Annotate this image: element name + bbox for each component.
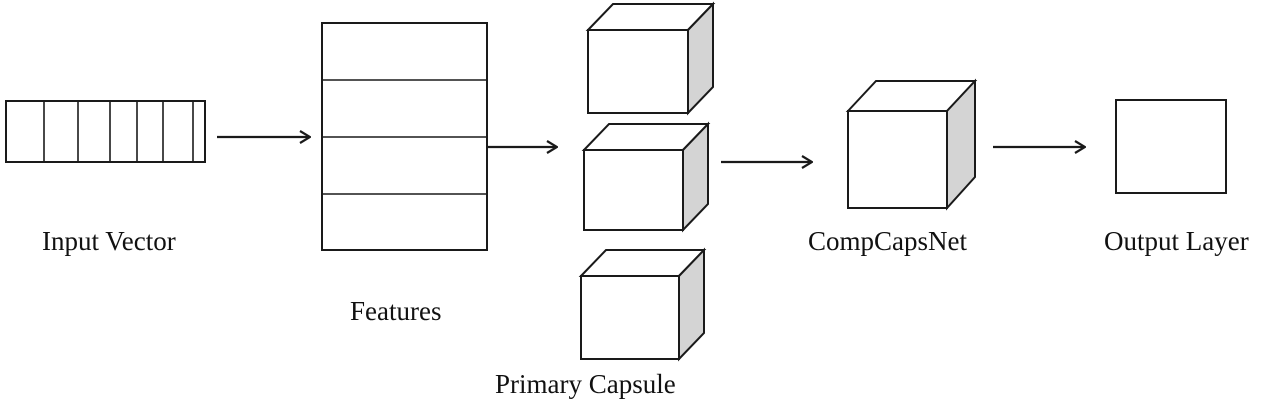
compcapsnet-cube	[845, 78, 978, 211]
primary-capsule-cube-3	[578, 247, 707, 362]
primary-capsule-cube-1	[585, 1, 716, 116]
features-block	[321, 22, 488, 251]
primary-capsule-label: Primary Capsule	[495, 369, 676, 399]
input-vector-label: Input Vector	[42, 226, 176, 256]
input-vector-block	[5, 100, 206, 163]
features-label: Features	[350, 296, 442, 326]
output-layer-label: Output Layer	[1104, 226, 1249, 256]
output-layer-block	[1115, 99, 1227, 194]
primary-capsule-cube-2	[581, 121, 711, 233]
compcapsnet-label: CompCapsNet	[808, 226, 967, 256]
